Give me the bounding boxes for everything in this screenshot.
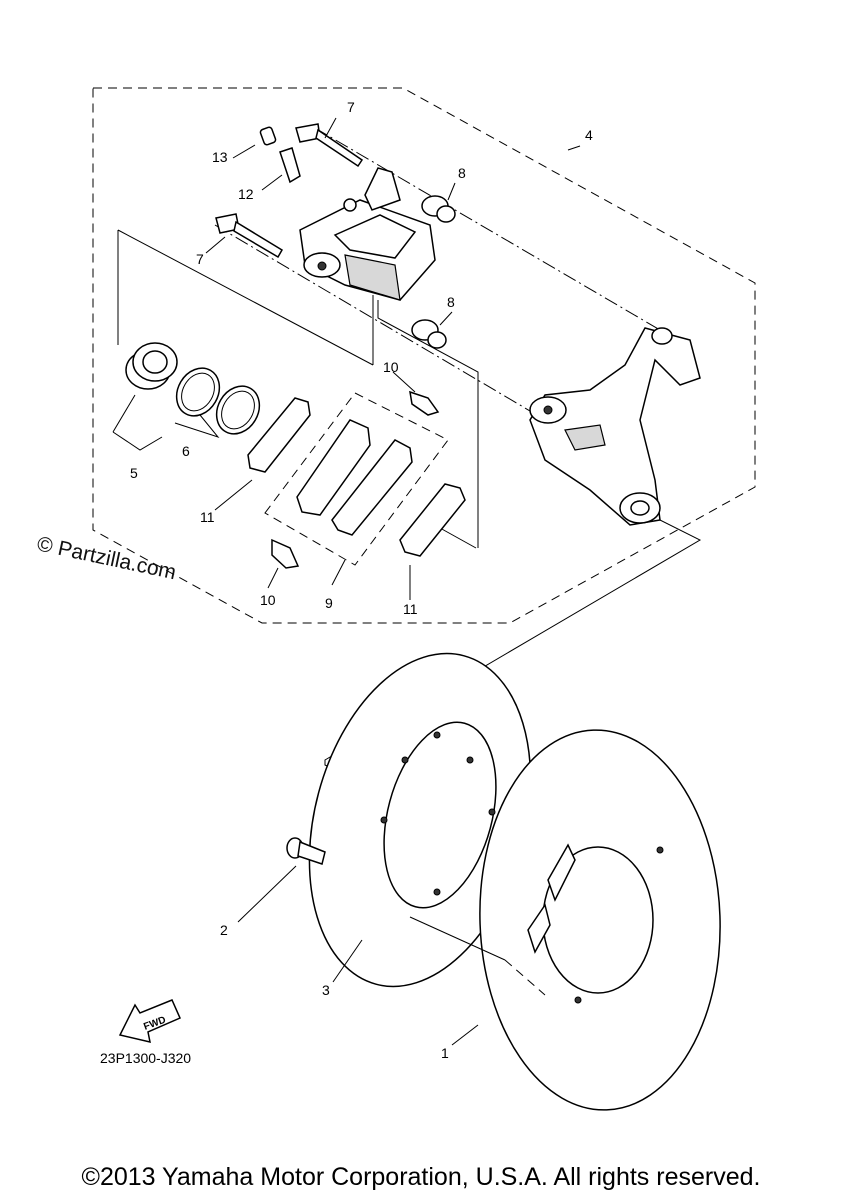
pad-group-bracket bbox=[377, 300, 479, 549]
fwd-arrow-icon: FWD bbox=[118, 999, 181, 1043]
guide-pin-part-7-lower bbox=[215, 213, 284, 259]
callout-5: 5 bbox=[130, 465, 138, 481]
disc-alignment-line bbox=[409, 916, 506, 961]
guide-pin-part-7-upper bbox=[295, 123, 364, 168]
callout-7-lower: 7 bbox=[196, 251, 204, 267]
diagram-code: 23P1300-J320 bbox=[100, 1050, 191, 1066]
callout-3: 3 bbox=[322, 982, 330, 998]
watermark: © Partzilla.com bbox=[35, 532, 178, 584]
caliper-bracket bbox=[529, 327, 701, 526]
disc-bolt-part-2 bbox=[286, 837, 326, 865]
callout-11-left: 11 bbox=[200, 509, 215, 525]
brake-disc-part-3 bbox=[308, 652, 532, 988]
callout-10-lower: 10 bbox=[260, 592, 276, 608]
callout-11-right: 11 bbox=[403, 601, 418, 617]
callout-1: 1 bbox=[441, 1045, 449, 1061]
callout-7-upper: 7 bbox=[347, 99, 355, 115]
piston-group-bracket bbox=[117, 229, 374, 366]
pad-shim-part-11-left bbox=[247, 397, 311, 473]
caliper-body bbox=[299, 167, 436, 301]
pin-boot-part-8-upper bbox=[421, 195, 456, 223]
callout-leaders bbox=[112, 117, 581, 1046]
rotor-part-1 bbox=[479, 729, 721, 1111]
pin-axis-line-2 bbox=[214, 224, 631, 471]
callout-9: 9 bbox=[325, 595, 333, 611]
pin-axis-line bbox=[314, 127, 661, 331]
pad-shim-part-11-right bbox=[399, 483, 466, 557]
callout-13: 13 bbox=[212, 149, 228, 165]
caliper-assembly-boundary bbox=[92, 87, 756, 624]
pin-boot-part-8-lower bbox=[411, 319, 447, 349]
brake-pad-part-9-b bbox=[331, 439, 413, 536]
callout-8-upper: 8 bbox=[458, 165, 466, 181]
piston-part-5 bbox=[125, 342, 178, 390]
callout-8-lower: 8 bbox=[447, 294, 455, 310]
disc-alignment-dots bbox=[504, 959, 546, 996]
callout-6: 6 bbox=[182, 443, 190, 459]
callout-2: 2 bbox=[220, 922, 228, 938]
pad-clip-part-10-upper bbox=[409, 390, 440, 416]
copyright-notice: ©2013 Yamaha Motor Corporation, U.S.A. A… bbox=[81, 1163, 761, 1191]
bleeder-screw-part-12 bbox=[279, 147, 301, 184]
callout-12: 12 bbox=[238, 186, 254, 202]
callout-4: 4 bbox=[585, 127, 593, 143]
piston-seal-part-6 bbox=[175, 367, 261, 435]
callout-10-upper: 10 bbox=[383, 359, 399, 375]
bleeder-cap-part-13 bbox=[259, 126, 277, 146]
pad-clip-part-10-lower bbox=[271, 538, 300, 569]
brake-pad-part-9-a bbox=[296, 419, 371, 516]
